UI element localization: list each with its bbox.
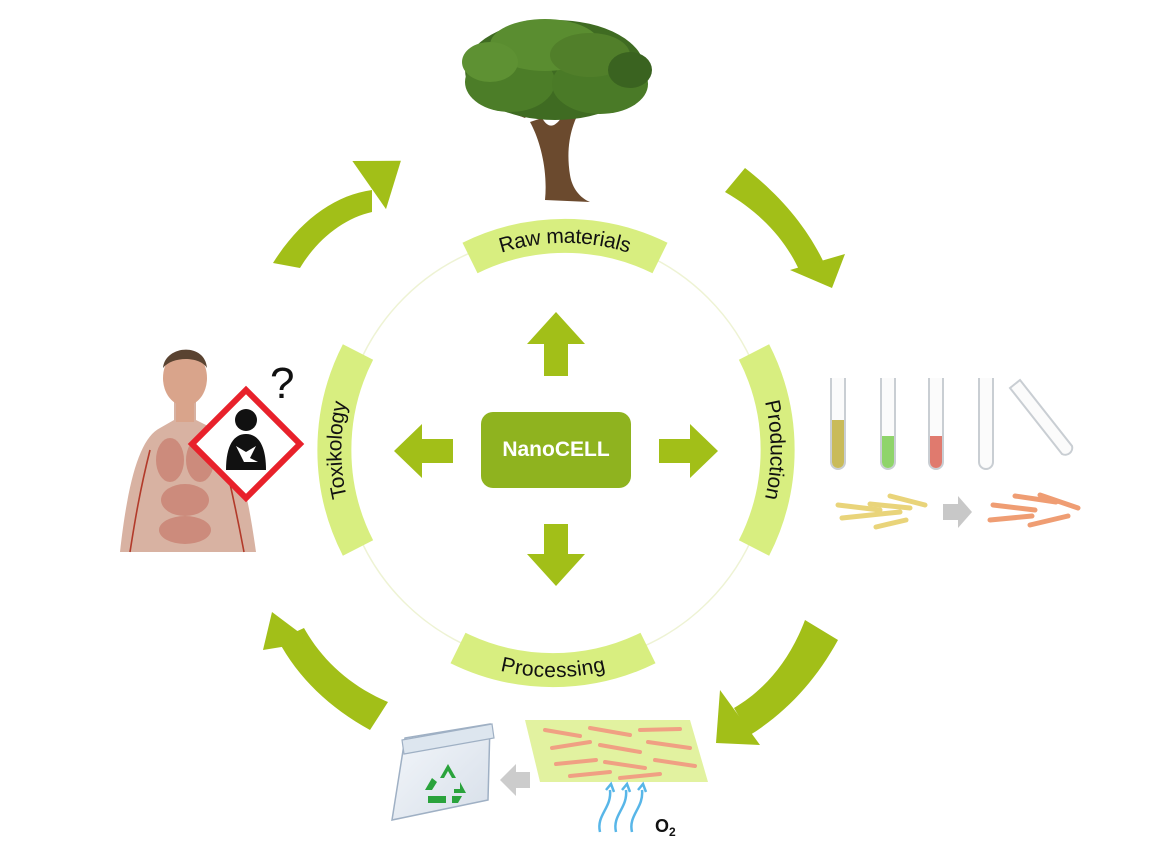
recycle-bag-icon [391,723,495,821]
grey-arrow-left [500,764,530,796]
fibers-icon [835,492,1081,530]
oxygen-subscript: 2 [669,825,676,839]
raw-materials-band [462,218,668,274]
film-sheet-icon [525,720,708,782]
oxygen-symbol: O [655,816,669,836]
question-mark: ? [270,359,294,408]
production-band [738,344,795,556]
test-tubes-icon [830,378,1074,470]
oxygen-label: O2 [655,816,676,839]
toxikology-band [317,344,374,556]
nanocell-label: NanoCELL [502,438,610,461]
cycle-arrow-top-left [273,160,401,268]
center-arrow-right [659,424,718,478]
tree-icon [462,19,652,202]
cycle-arrow-bottom-left [263,612,388,730]
center-arrow-up [527,312,585,376]
processing-band [450,632,656,688]
oxygen-airflow-icon [598,781,648,833]
cycle-arrow-top-right [725,168,845,288]
cycle-arrow-bottom-right [716,620,838,745]
health-hazard-icon [187,385,305,503]
nanocell-center-box[interactable]: NanoCELL [481,412,631,488]
center-arrow-left [394,424,453,478]
center-arrow-down [527,524,585,586]
